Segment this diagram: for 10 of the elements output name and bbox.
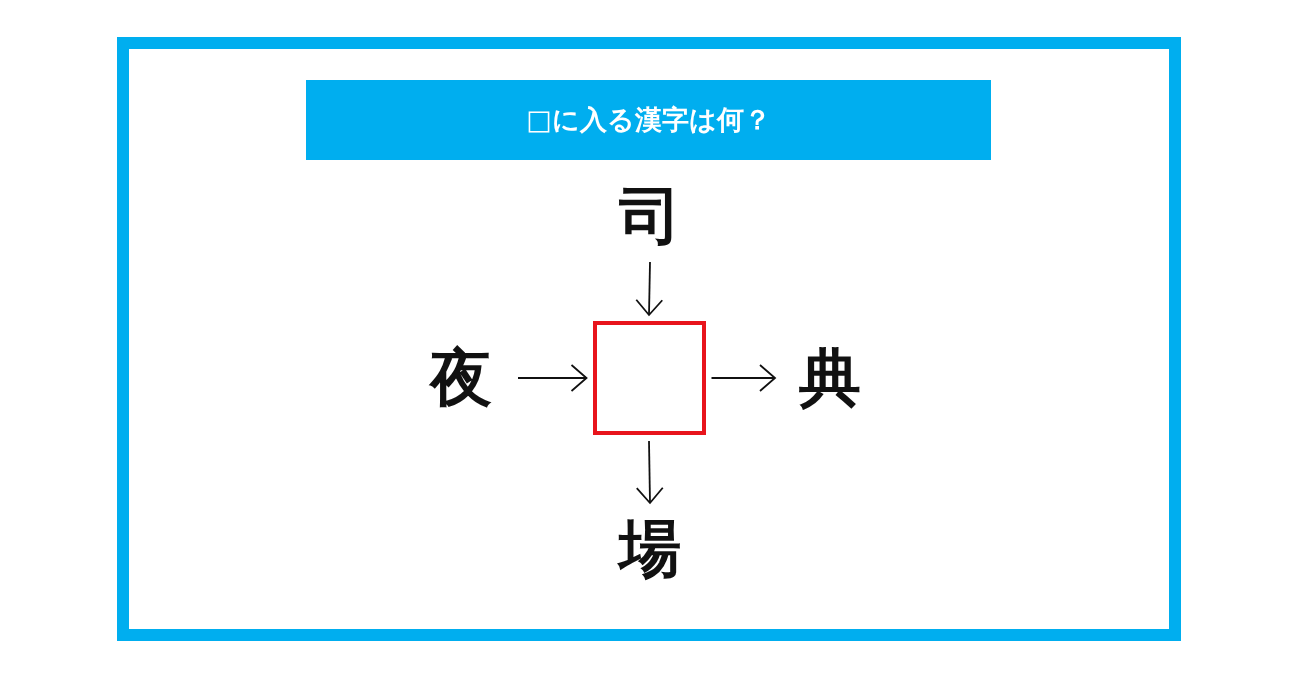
kanji-character: 夜 [430,347,492,409]
arrow [635,440,664,504]
kanji-character: 司 [619,185,681,247]
arrow [710,364,776,392]
kanji-character: 場 [619,518,681,580]
answer-box [592,321,706,435]
title: □に入る漢字は何？ [526,105,771,135]
arrow [635,261,664,316]
arrow [517,364,588,392]
kanji-character: 典 [799,347,861,409]
